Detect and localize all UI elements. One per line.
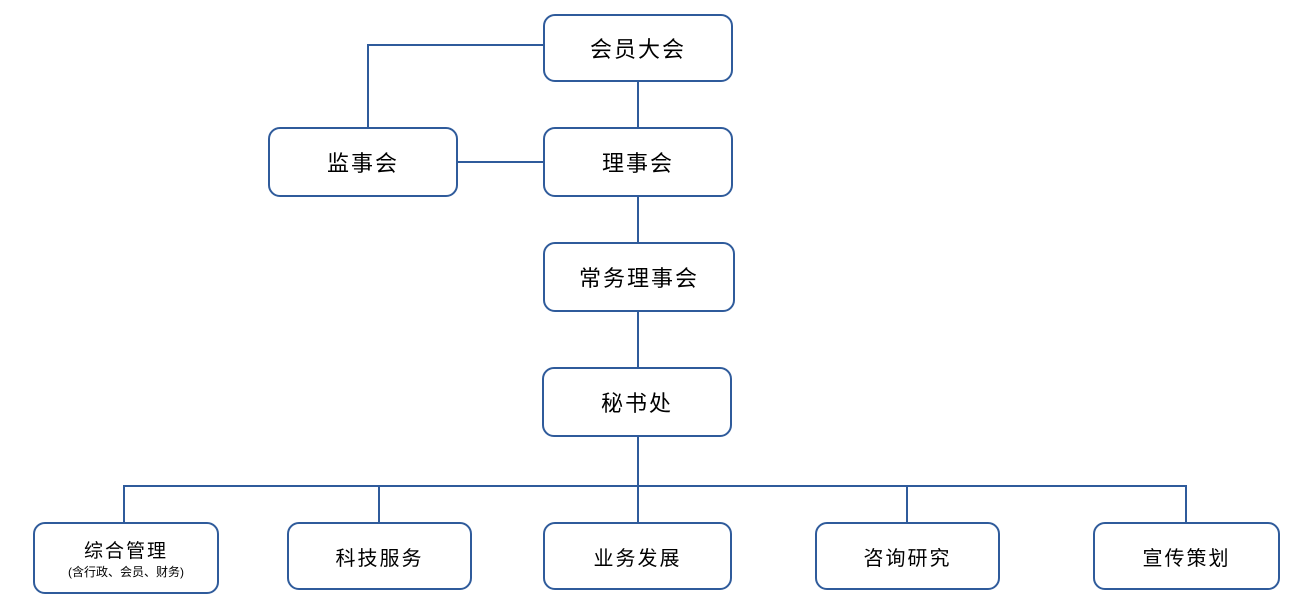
distributor-line	[123, 485, 1187, 487]
drop-to-publicity-planning	[1185, 485, 1187, 523]
node-general-management: 综合管理 (含行政、会员、财务)	[33, 522, 219, 594]
connector-assembly-to-council	[637, 81, 639, 128]
connector-standing-council-to-secretariat	[637, 312, 639, 368]
drop-to-tech-service	[378, 485, 380, 523]
connector-secretariat-to-distributor	[637, 437, 639, 487]
node-council-label: 理事会	[601, 151, 674, 176]
node-business-development-label: 业务发展	[593, 547, 682, 570]
node-consulting-research-label: 咨询研究	[863, 547, 952, 570]
drop-to-general-management	[123, 485, 125, 523]
node-general-management-sublabel: (含行政、会员、财务)	[68, 565, 184, 580]
node-supervisory-board: 监事会	[268, 127, 458, 197]
node-standing-council-label: 常务理事会	[578, 266, 699, 291]
node-tech-service-label: 科技服务	[335, 547, 424, 570]
node-standing-council: 常务理事会	[543, 242, 735, 312]
connector-council-to-standing-council	[637, 197, 639, 243]
connector-assembly-to-supervisory-horizontal	[367, 44, 543, 46]
node-tech-service: 科技服务	[287, 522, 472, 590]
node-member-assembly: 会员大会	[543, 14, 733, 82]
node-business-development: 业务发展	[543, 522, 732, 590]
node-publicity-planning-label: 宣传策划	[1142, 547, 1231, 570]
node-publicity-planning: 宣传策划	[1093, 522, 1280, 590]
node-general-management-label: 综合管理	[83, 541, 168, 563]
drop-to-consulting-research	[906, 485, 908, 523]
node-consulting-research: 咨询研究	[815, 522, 1000, 590]
node-secretariat-label: 秘书处	[600, 391, 673, 416]
connector-supervisory-to-council	[458, 161, 544, 163]
node-secretariat: 秘书处	[542, 367, 732, 437]
node-supervisory-board-label: 监事会	[326, 151, 399, 176]
connector-assembly-to-supervisory-vertical	[367, 44, 369, 128]
node-council: 理事会	[543, 127, 733, 197]
drop-to-business-development	[637, 485, 639, 523]
node-member-assembly-label: 会员大会	[589, 37, 686, 62]
